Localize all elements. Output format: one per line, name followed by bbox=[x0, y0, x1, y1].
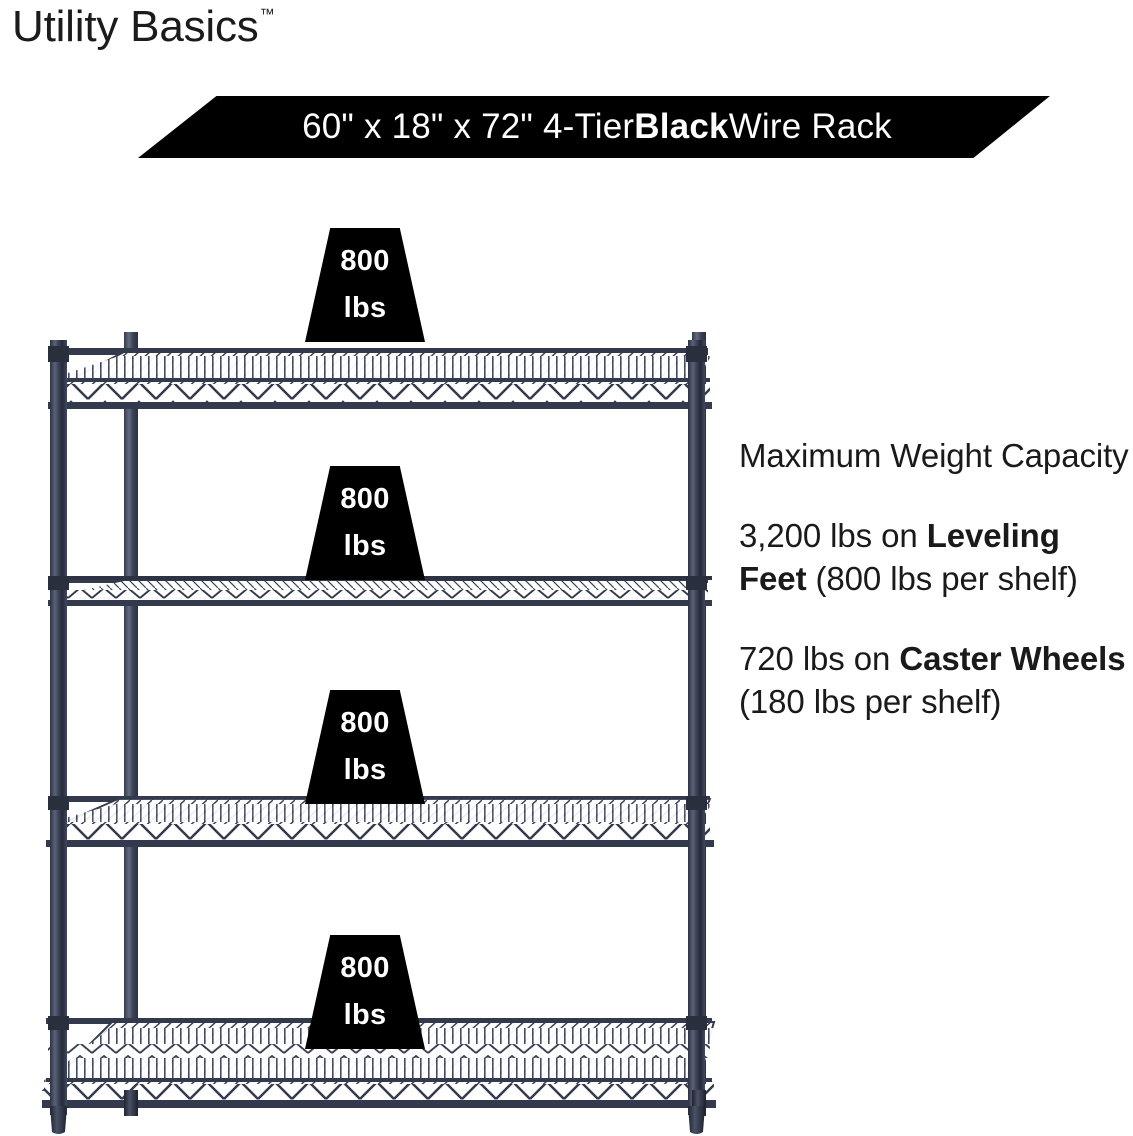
rack-shelf-2 bbox=[48, 576, 712, 606]
weight-badge-unit: lbs bbox=[343, 291, 387, 324]
rack-leveling-feet bbox=[50, 1090, 706, 1134]
leveling-prefix: 3,200 lbs on bbox=[739, 516, 927, 554]
capacity-copy-block: Maximum Weight Capacity 3,200 lbs on Lev… bbox=[739, 435, 1131, 723]
rack-front-posts bbox=[48, 340, 707, 1115]
weight-badge-unit: lbs bbox=[343, 998, 387, 1031]
banner-title-prefix: 60" x 18" x 72" 4-Tier bbox=[302, 107, 635, 146]
weight-badge-unit: lbs bbox=[343, 753, 387, 786]
trademark-symbol: ™ bbox=[259, 6, 275, 24]
banner-title-suffix: Wire Rack bbox=[728, 107, 892, 146]
weight-badge-value: 800 bbox=[340, 951, 390, 984]
leveling-suffix: (800 lbs per shelf) bbox=[806, 559, 1078, 597]
capacity-leveling-feet-text: 3,200 lbs on Leveling Feet (800 lbs per … bbox=[739, 515, 1131, 601]
brand-name: Utility Basics bbox=[12, 2, 259, 51]
caster-emphasis: Caster Wheels bbox=[899, 639, 1126, 677]
capacity-caster-wheels-text: 720 lbs on Caster Wheels (180 lbs per sh… bbox=[739, 638, 1131, 724]
banner-title-emphasis: Black bbox=[634, 107, 729, 146]
rack-shelf-3 bbox=[46, 796, 714, 847]
weight-badge-unit: lbs bbox=[343, 529, 387, 562]
weight-badge-shelf-1: 800 lbs bbox=[305, 228, 425, 342]
weight-badge-value: 800 bbox=[340, 706, 390, 739]
title-banner: 60" x 18" x 72" 4-Tier Black Wire Rack bbox=[0, 96, 1133, 158]
rack-shelf-1 bbox=[48, 348, 712, 409]
weight-badge-value: 800 bbox=[340, 244, 390, 277]
banner-shape bbox=[138, 96, 1050, 158]
capacity-heading: Maximum Weight Capacity bbox=[739, 437, 1129, 474]
caster-prefix: 720 lbs on bbox=[739, 639, 900, 677]
weight-badge-value: 800 bbox=[340, 482, 390, 515]
brand-logo: Utility Basics™ bbox=[12, 2, 275, 51]
caster-suffix: (180 lbs per shelf) bbox=[739, 682, 1002, 720]
banner-title: 60" x 18" x 72" 4-Tier Black Wire Rack bbox=[138, 96, 1050, 158]
leveling-emphasis: Leveling Feet bbox=[739, 516, 1060, 597]
rack-back-posts bbox=[124, 332, 706, 1092]
